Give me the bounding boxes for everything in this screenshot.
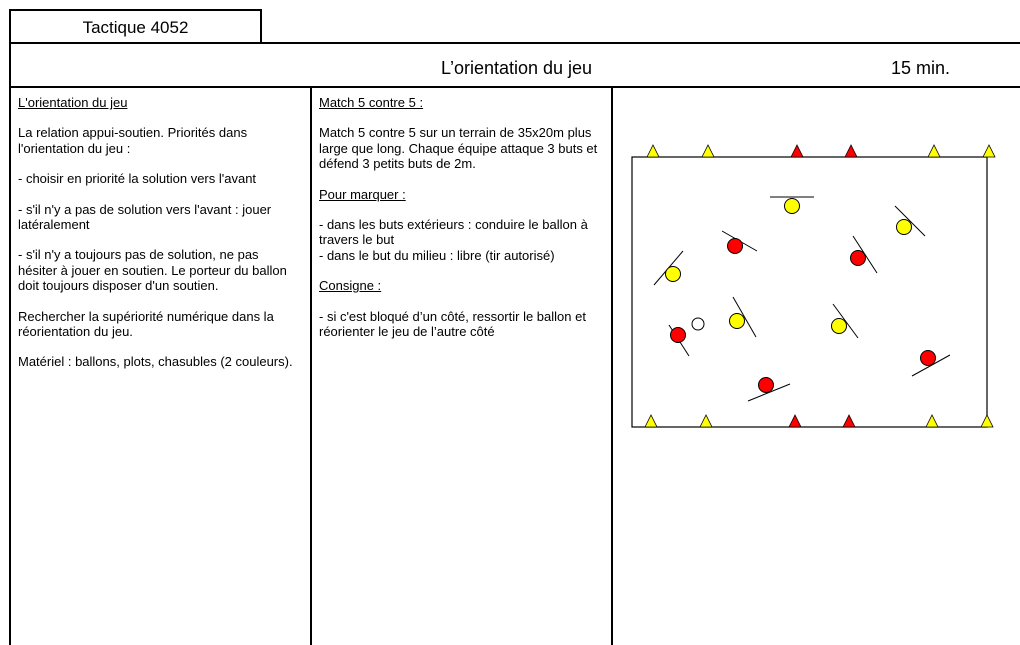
page-title: L’orientation du jeu — [440, 58, 593, 78]
red-player-icon — [920, 350, 936, 366]
exercise-column: Match 5 contre 5 : Match 5 contre 5 sur … — [319, 95, 607, 354]
ball-icon — [691, 317, 705, 331]
yellow-player-icon — [729, 313, 745, 329]
red-player-icon — [850, 250, 866, 266]
yellow-player-icon — [896, 219, 912, 235]
cone-icon — [646, 144, 660, 158]
cone-icon — [925, 414, 939, 428]
cone-icon — [982, 144, 996, 158]
yellow-player-icon — [831, 318, 847, 334]
theory-column: L'orientation du jeu La relation appui-s… — [18, 95, 300, 385]
theory-point-1: - choisir en priorité la solution vers l… — [18, 171, 257, 187]
exercise-heading: Match 5 contre 5 : — [319, 95, 424, 110]
cone-icon — [790, 144, 804, 158]
pitch-outline — [631, 156, 988, 428]
theory-point-4: Rechercher la supériorité numérique dans… — [18, 308, 274, 340]
cone-icon — [844, 144, 858, 158]
player-facing-line — [911, 354, 951, 377]
left-border — [9, 88, 11, 645]
column-divider-2 — [611, 88, 613, 645]
bottom-cones — [644, 414, 994, 428]
session-tab-label: Tactique 4052 — [82, 18, 189, 37]
player-facing-line — [894, 205, 926, 237]
yellow-player-icon — [784, 198, 800, 214]
cone-icon — [701, 144, 715, 158]
theory-point-3: - s'il n'y a toujours pas de solution, n… — [18, 247, 287, 294]
cone-icon — [842, 414, 856, 428]
title-bar: L’orientation du jeu 15 min. — [9, 42, 1020, 88]
exercise-description: Match 5 contre 5 sur un terrain de 35x20… — [319, 125, 598, 172]
scoring-rule-2: - dans le but du milieu : libre (tir aut… — [319, 247, 555, 263]
instruction-heading: Consigne : — [319, 278, 382, 294]
scoring-rule-1: - dans les buts extérieurs : conduire le… — [319, 217, 588, 248]
theory-heading: L'orientation du jeu — [18, 95, 128, 110]
cone-icon — [927, 144, 941, 158]
column-divider-1 — [310, 88, 312, 645]
scoring-heading: Pour marquer : — [319, 186, 406, 202]
pitch-diagram — [631, 144, 996, 428]
duration-label: 15 min. — [891, 58, 951, 78]
players-group — [653, 196, 951, 402]
red-player-icon — [758, 377, 774, 393]
red-player-icon — [727, 238, 743, 254]
cone-icon — [980, 414, 994, 428]
player-facing-line — [747, 383, 791, 402]
theory-point-2: - s'il n'y a pas de solution vers l'avan… — [18, 201, 272, 233]
player-facing-line — [732, 296, 757, 338]
cone-icon — [644, 414, 658, 428]
cone-icon — [788, 414, 802, 428]
yellow-player-icon — [665, 266, 681, 282]
player-facing-line — [832, 303, 859, 339]
cone-icon — [699, 414, 713, 428]
session-tab: Tactique 4052 — [9, 9, 262, 42]
red-player-icon — [670, 327, 686, 343]
top-cones — [646, 144, 996, 158]
materials-text: Matériel : ballons, plots, chasubles (2 … — [18, 354, 293, 370]
instruction-text: - si c'est bloqué d’un côté, ressortir l… — [319, 308, 586, 340]
theory-intro: La relation appui-soutien. Priorités dan… — [18, 125, 248, 156]
